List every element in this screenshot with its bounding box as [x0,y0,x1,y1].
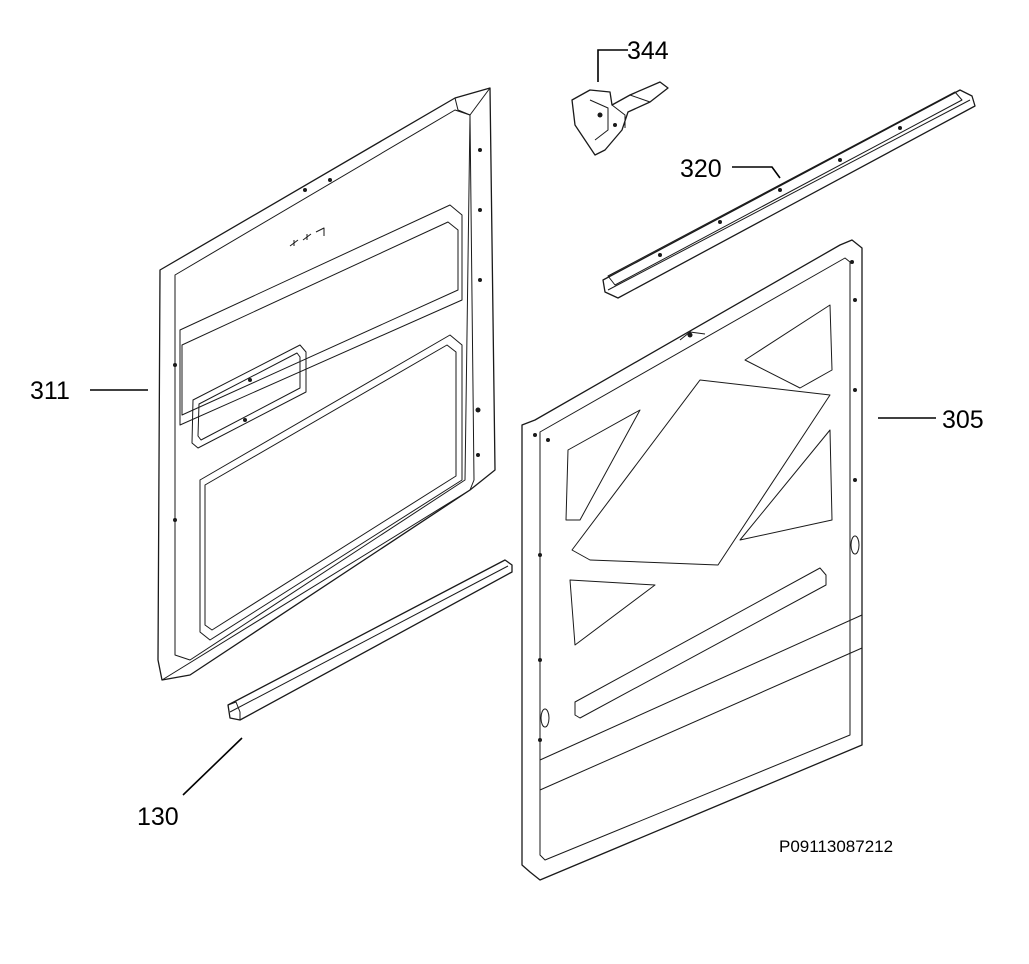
leader-130 [182,737,243,796]
callout-320: 320 [680,155,722,183]
part-305-outer-door-panel [521,239,863,881]
callout-344: 344 [627,37,669,65]
leader-lines [90,49,936,796]
part-344-door-latch [571,81,669,156]
callout-305: 305 [942,406,984,434]
part-130-lower-seal-strip [227,559,513,721]
drawing-code: P09113087212 [779,837,893,856]
callout-130: 130 [137,803,179,831]
part-311-inner-door-panel [157,87,496,681]
callout-311: 311 [30,377,70,405]
leader-320 [732,166,781,179]
part-320-top-rail [602,89,976,299]
leader-344 [597,49,628,82]
